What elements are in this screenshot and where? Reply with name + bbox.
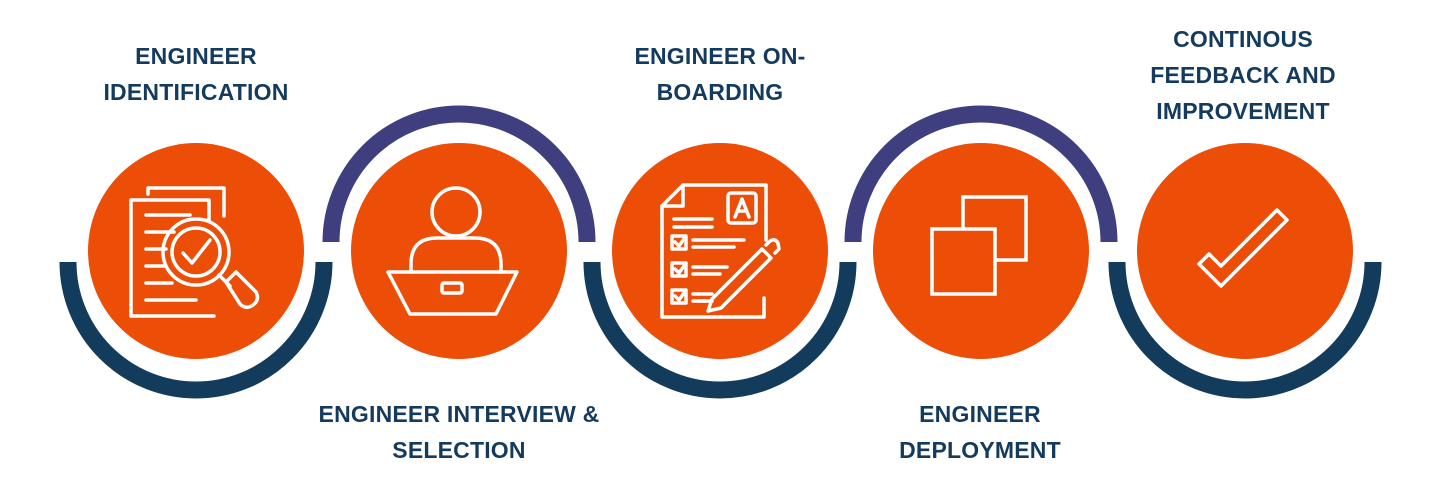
step-label-2: ENGINEER INTERVIEW & SELECTION [309, 396, 609, 468]
step-label-5-line-1: CONTINOUS [1173, 26, 1313, 52]
step-circle-3 [612, 143, 828, 359]
step-label-3-line-1: ENGINEER ON- [634, 43, 806, 69]
step-label-5-line-2: FEEDBACK AND [1150, 62, 1336, 88]
checkmark-icon [1197, 208, 1289, 288]
step-circle-5 [1137, 143, 1353, 359]
step-label-1-line-1: ENGINEER [135, 43, 257, 69]
copy-squares-icon [930, 195, 1028, 296]
step-label-1-line-2: IDENTIFICATION [103, 79, 289, 105]
step-label-3: ENGINEER ON- BOARDING [610, 38, 830, 110]
step-label-4-line-1: ENGINEER [919, 401, 1041, 427]
arc-top-4 [844, 105, 1118, 243]
arc-top-2 [322, 105, 596, 243]
step-label-4-line-2: DEPLOYMENT [899, 437, 1061, 463]
person-laptop-icon [386, 186, 519, 316]
step-circle-1 [88, 143, 304, 359]
checklist-pen-icon [660, 183, 781, 319]
arc-bottom-3 [583, 261, 857, 399]
step-label-5: CONTINOUS FEEDBACK AND IMPROVEMENT [1138, 21, 1348, 129]
step-label-5-line-3: IMPROVEMENT [1156, 98, 1330, 124]
arc-bottom-5 [1108, 261, 1382, 399]
step-label-1: ENGINEER IDENTIFICATION [96, 38, 296, 110]
step-circle-2 [351, 143, 567, 359]
step-label-4: ENGINEER DEPLOYMENT [870, 396, 1090, 468]
step-label-2-line-1: ENGINEER INTERVIEW & [318, 401, 600, 427]
step-label-2-line-2: SELECTION [392, 437, 526, 463]
step-label-3-line-2: BOARDING [656, 79, 784, 105]
document-search-icon [129, 186, 260, 318]
arc-bottom-1 [59, 261, 333, 399]
